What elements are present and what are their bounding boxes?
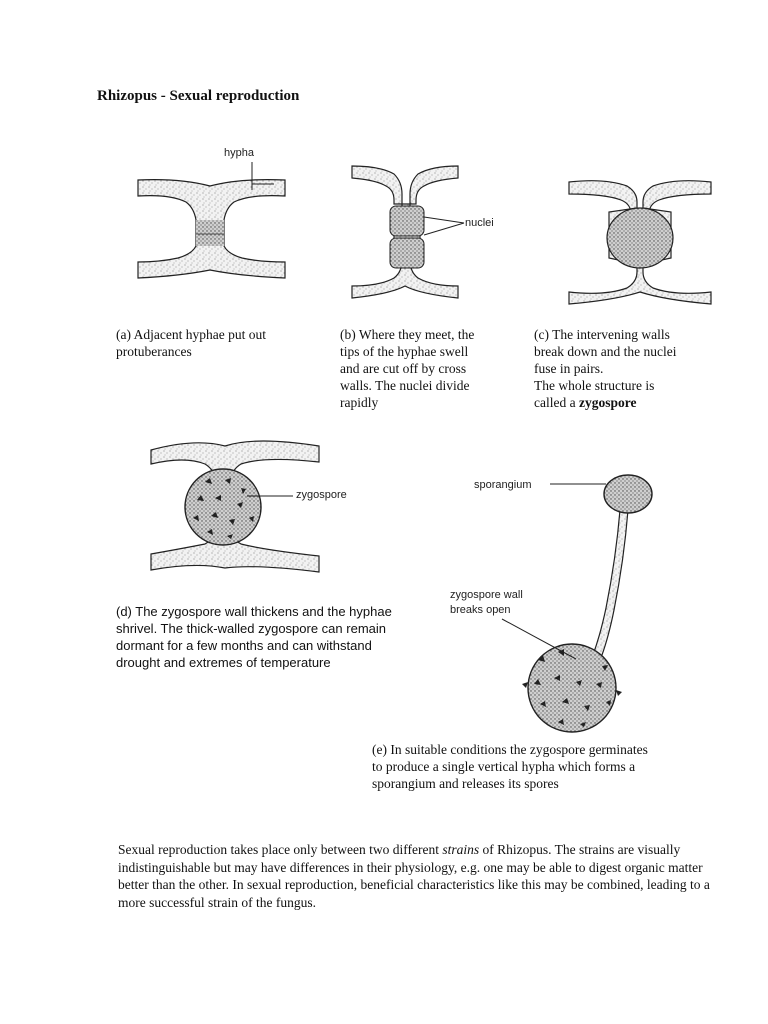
- strains-term: strains: [442, 842, 479, 857]
- caption-e: (e) In suitable conditions the zygospore…: [372, 741, 648, 792]
- pointer-sporangium: [548, 478, 608, 498]
- diagram-d: [145, 432, 325, 582]
- summary-paragraph: Sexual reproduction takes place only bet…: [118, 841, 718, 911]
- label-zygospore-wall: zygospore wall breaks open: [450, 588, 523, 618]
- zygospore-term: zygospore: [579, 395, 637, 410]
- caption-a: (a) Adjacent hyphae put out protuberance…: [116, 326, 266, 360]
- caption-b: (b) Where they meet, the tips of the hyp…: [340, 326, 474, 411]
- diagram-c: [565, 168, 715, 308]
- caption-d: (d) The zygospore wall thickens and the …: [116, 603, 392, 671]
- pointer-hypha: [240, 160, 280, 200]
- label-sporangium: sporangium: [474, 479, 531, 491]
- label-hypha: hypha: [224, 147, 254, 159]
- pointer-zygospore: [245, 488, 295, 508]
- caption-c: (c) The intervening walls break down and…: [534, 326, 676, 411]
- pointer-nuclei: [420, 205, 470, 245]
- pointer-zygospore-wall: [500, 615, 580, 665]
- page-title: Rhizopus - Sexual reproduction: [97, 88, 299, 105]
- diagram-e: [510, 470, 670, 740]
- label-zygospore: zygospore: [296, 489, 347, 501]
